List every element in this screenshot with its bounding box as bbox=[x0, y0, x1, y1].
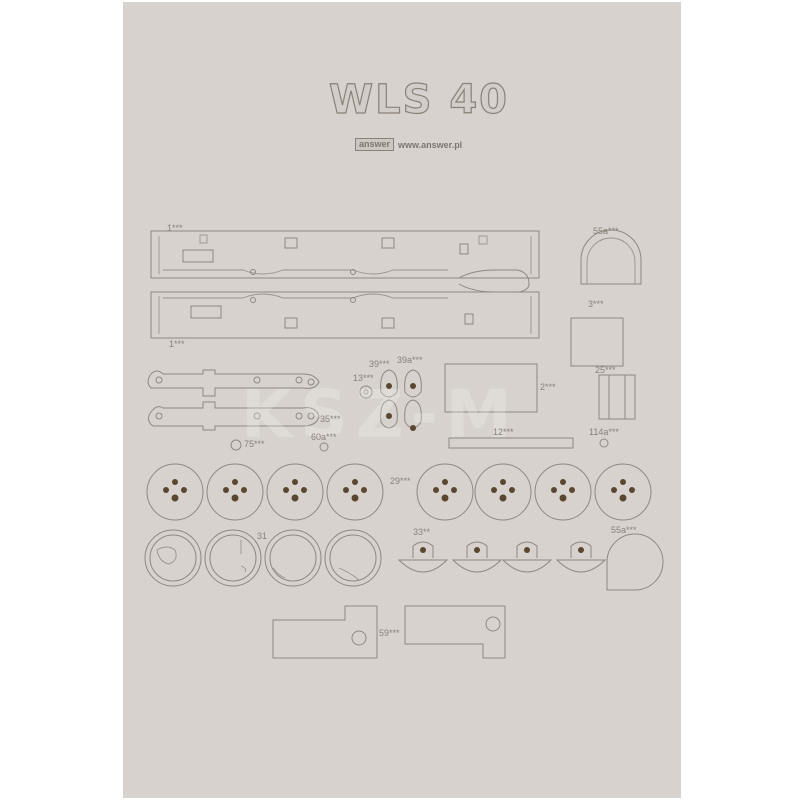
ring-row bbox=[144, 529, 382, 587]
part-3-plate bbox=[570, 317, 624, 367]
label-part-25: 25*** bbox=[595, 365, 616, 375]
part-2-plate bbox=[444, 363, 538, 413]
part-55a-arch bbox=[580, 229, 642, 285]
label-part-3: 3*** bbox=[588, 299, 604, 309]
label-part-33: 33** bbox=[413, 527, 431, 537]
part-59-left bbox=[272, 605, 378, 659]
part-55a-round bbox=[606, 533, 664, 591]
frame-rail-top bbox=[150, 230, 540, 279]
label-part-13: 13*** bbox=[353, 373, 374, 383]
sheet-title: WLS 40 bbox=[328, 77, 510, 123]
rail-connector bbox=[458, 269, 530, 293]
part-39a-top bbox=[404, 369, 422, 398]
part-39-top bbox=[380, 369, 398, 398]
label-part-60a: 60a*** bbox=[311, 432, 337, 442]
label-part-55a-bottom: 55a*** bbox=[611, 525, 637, 535]
wheel-disc-row bbox=[146, 463, 652, 521]
label-part-31: 31 bbox=[257, 531, 268, 541]
label-part-39a: 39a*** bbox=[397, 355, 423, 365]
laser-cut-plywood-sheet: WLS 40 answer www.answer.pl KSZ-M 1*** 1… bbox=[123, 2, 681, 798]
part-75-disc bbox=[230, 439, 242, 451]
label-part-75: 75*** bbox=[244, 439, 265, 449]
label-part-12: 12*** bbox=[493, 427, 514, 437]
label-part-114a: 114a*** bbox=[589, 427, 619, 437]
frame-rail-bottom bbox=[150, 291, 540, 339]
label-part-2: 2*** bbox=[540, 382, 556, 392]
label-part-39: 39*** bbox=[369, 359, 390, 369]
label-part-59: 59*** bbox=[379, 628, 400, 638]
crank-part-row bbox=[397, 541, 607, 573]
part-39-bottom bbox=[380, 399, 398, 429]
label-part-29: 29*** bbox=[390, 476, 411, 486]
brand-logo: answer bbox=[355, 138, 395, 151]
label-part-1a: 1*** bbox=[167, 223, 183, 233]
label-part-1b: 1*** bbox=[169, 339, 185, 349]
part-12-strip bbox=[448, 437, 574, 449]
brand-url: www.answer.pl bbox=[398, 140, 463, 150]
linkage-bar-bottom bbox=[147, 401, 320, 431]
watermark: KSZ-M bbox=[241, 376, 520, 453]
label-part-35: 35*** bbox=[320, 414, 341, 424]
part-60a-disc bbox=[319, 442, 329, 452]
label-part-55a-top: 55a*** bbox=[593, 226, 619, 236]
part-25-left bbox=[598, 374, 626, 420]
linkage-bar-top bbox=[147, 369, 320, 397]
part-25-right bbox=[608, 374, 636, 420]
part-13-disc bbox=[359, 385, 373, 399]
part-59-right bbox=[404, 605, 506, 659]
cut-lines-drawing bbox=[144, 229, 664, 659]
part-114a-disc bbox=[599, 438, 609, 448]
